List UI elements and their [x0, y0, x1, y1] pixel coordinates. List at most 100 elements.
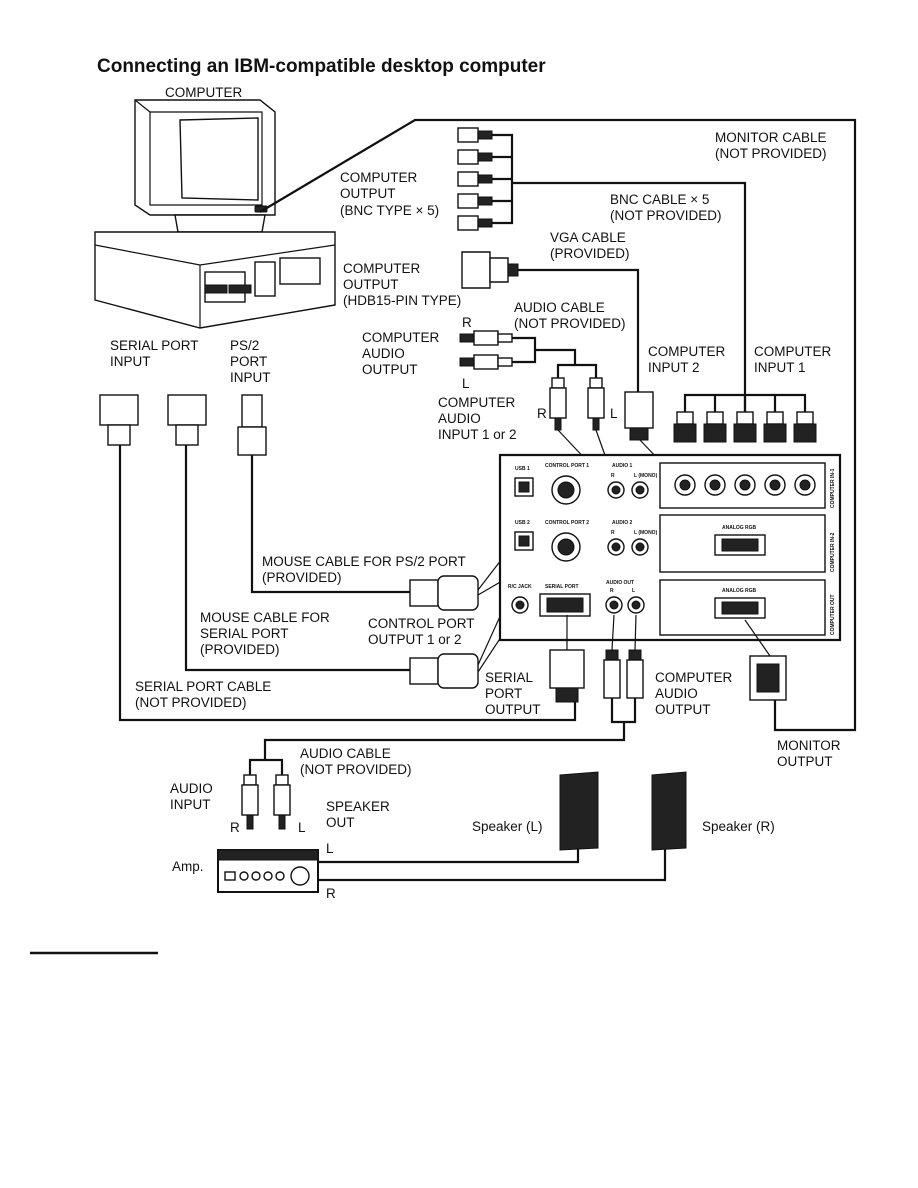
panel-serial-port: SERIAL PORT [545, 584, 579, 590]
label-line-l: L [326, 841, 334, 856]
panel-r3: R [610, 588, 614, 594]
label-monitor-output-1: MONITOR [777, 738, 841, 753]
panel-computer-in-1: COMPUTER IN-1 [830, 468, 836, 508]
bnc-fanout-wire [683, 393, 807, 412]
label-mouse-serial-2: SERIAL PORT [200, 626, 289, 641]
panel-computer-in-2: COMPUTER IN-2 [830, 532, 836, 572]
label-mouse-serial-3: (PROVIDED) [200, 642, 280, 657]
speaker-left [559, 771, 599, 851]
audio-input-rca-plugs [549, 377, 605, 431]
label-speaker-l: Speaker (L) [472, 819, 543, 834]
panel-r1: R [611, 473, 615, 479]
label-speaker-out-2: OUT [326, 815, 355, 830]
label-audio-input-2: INPUT [170, 797, 211, 812]
label-computer: COMPUTER [165, 85, 243, 100]
vga-cable-wire [518, 268, 640, 392]
bnc-input-plugs [673, 411, 817, 443]
serial-port-cable-wire [118, 445, 577, 722]
label-l-top: L [462, 376, 470, 391]
label-r-top: R [462, 315, 472, 330]
label-mouse-ps2-2: (PROVIDED) [262, 570, 342, 585]
monitor-output-lead-line [744, 619, 771, 657]
label-l-mid: L [610, 406, 618, 421]
label-serial-port-output-2: PORT [485, 686, 522, 701]
panel-l-mono-1: L (MONO) [634, 473, 658, 479]
label-ps2-port-input-3: INPUT [230, 370, 271, 385]
projector-terminal-panel [498, 453, 842, 642]
panel-analog-rgb-1: ANALOG RGB [722, 525, 757, 531]
label-ps2-port-input-1: PS/2 [230, 338, 259, 353]
amplifier [217, 849, 319, 893]
panel-control-port-1: CONTROL PORT 1 [545, 463, 589, 469]
label-computer-input-2-2: INPUT 2 [648, 360, 700, 375]
label-computer-output-bnc-1: COMPUTER [340, 170, 418, 185]
label-computer-output-hdb-3: (HDB15-PIN TYPE) [343, 293, 461, 308]
mouse-cable-connectors [409, 575, 479, 689]
speaker-right [651, 771, 687, 851]
label-computer-output-bnc-2: OUTPUT [340, 186, 396, 201]
speaker-r-wire [318, 845, 667, 882]
label-speaker-r: Speaker (R) [702, 819, 775, 834]
serial-port-output-connector [549, 649, 585, 703]
label-audio-input-1: AUDIO [170, 781, 213, 796]
serial-port-input-connectors [99, 394, 207, 446]
bnc-output-connectors [457, 127, 493, 231]
vga-output-connector [461, 251, 519, 289]
panel-audio-2: AUDIO 2 [612, 520, 633, 526]
label-computer-output-hdb-1: COMPUTER [343, 261, 421, 276]
label-monitor-output-2: OUTPUT [777, 754, 833, 769]
panel-audio-1: AUDIO 1 [612, 463, 633, 469]
label-audio-cable-top-2: (NOT PROVIDED) [514, 316, 626, 331]
label-monitor-cable-2: (NOT PROVIDED) [715, 146, 827, 161]
label-bnc-cable-2: (NOT PROVIDED) [610, 208, 722, 223]
ps2-port-input-connector [237, 394, 267, 456]
label-computer-audio-input-3: INPUT 1 or 2 [438, 427, 517, 442]
label-vga-cable-2: (PROVIDED) [550, 246, 630, 261]
label-computer-audio-input-2: AUDIO [438, 411, 481, 426]
panel-r2: R [611, 530, 615, 536]
label-line-r: R [326, 886, 336, 901]
label-bnc-cable-1: BNC CABLE × 5 [610, 192, 709, 207]
label-audio-cable-bottom-1: AUDIO CABLE [300, 746, 391, 761]
audio-cable-bottom-wire [248, 698, 637, 775]
label-serial-port-output-3: OUTPUT [485, 702, 541, 717]
audio-out-rca-plugs [603, 649, 644, 699]
label-computer-audio-output-b-1: COMPUTER [655, 670, 733, 685]
label-control-port-output-1: CONTROL PORT [368, 616, 475, 631]
monitor-output-connector [749, 655, 787, 701]
label-r-bottom: R [230, 820, 240, 835]
label-speaker-out-1: SPEAKER [326, 799, 390, 814]
panel-audio-out: AUDIO OUT [606, 580, 634, 586]
label-serial-port-input-1: SERIAL PORT [110, 338, 199, 353]
label-computer-output-bnc-3: (BNC TYPE × 5) [340, 203, 439, 218]
bnc-cable-wire [512, 181, 747, 412]
panel-usb2: USB 2 [515, 520, 530, 526]
label-serial-port-cable-1: SERIAL PORT CABLE [135, 679, 271, 694]
panel-rc-jack: R/C JACK [508, 584, 532, 590]
label-computer-input-1-2: INPUT 1 [754, 360, 806, 375]
label-ps2-port-input-2: PORT [230, 354, 267, 369]
mouse-ps2-wire [250, 455, 410, 594]
label-serial-port-output-1: SERIAL [485, 670, 534, 685]
audio-out-lead-lines [611, 614, 637, 651]
label-computer-audio-output-3: OUTPUT [362, 362, 418, 377]
label-l-bottom: L [298, 820, 306, 835]
label-amp: Amp. [172, 859, 204, 874]
label-computer-audio-input-1: COMPUTER [438, 395, 516, 410]
label-computer-input-1-1: COMPUTER [754, 344, 832, 359]
page-title: Connecting an IBM-compatible desktop com… [97, 56, 546, 77]
label-vga-cable-1: VGA CABLE [550, 230, 626, 245]
bnc-bundle-wire [492, 133, 514, 225]
panel-analog-rgb-2: ANALOG RGB [722, 588, 757, 594]
label-computer-audio-output-1: COMPUTER [362, 330, 440, 345]
label-monitor-cable-1: MONITOR CABLE [715, 130, 827, 145]
panel-usb1: USB 1 [515, 466, 530, 472]
panel-l3: L [632, 588, 635, 594]
label-computer-audio-output-b-2: AUDIO [655, 686, 698, 701]
label-mouse-ps2-1: MOUSE CABLE FOR PS/2 PORT [262, 554, 466, 569]
panel-control-port-2: CONTROL PORT 2 [545, 520, 589, 526]
label-mouse-serial-1: MOUSE CABLE FOR [200, 610, 330, 625]
vga-plug [624, 391, 654, 441]
speaker-l-wire [318, 845, 580, 864]
